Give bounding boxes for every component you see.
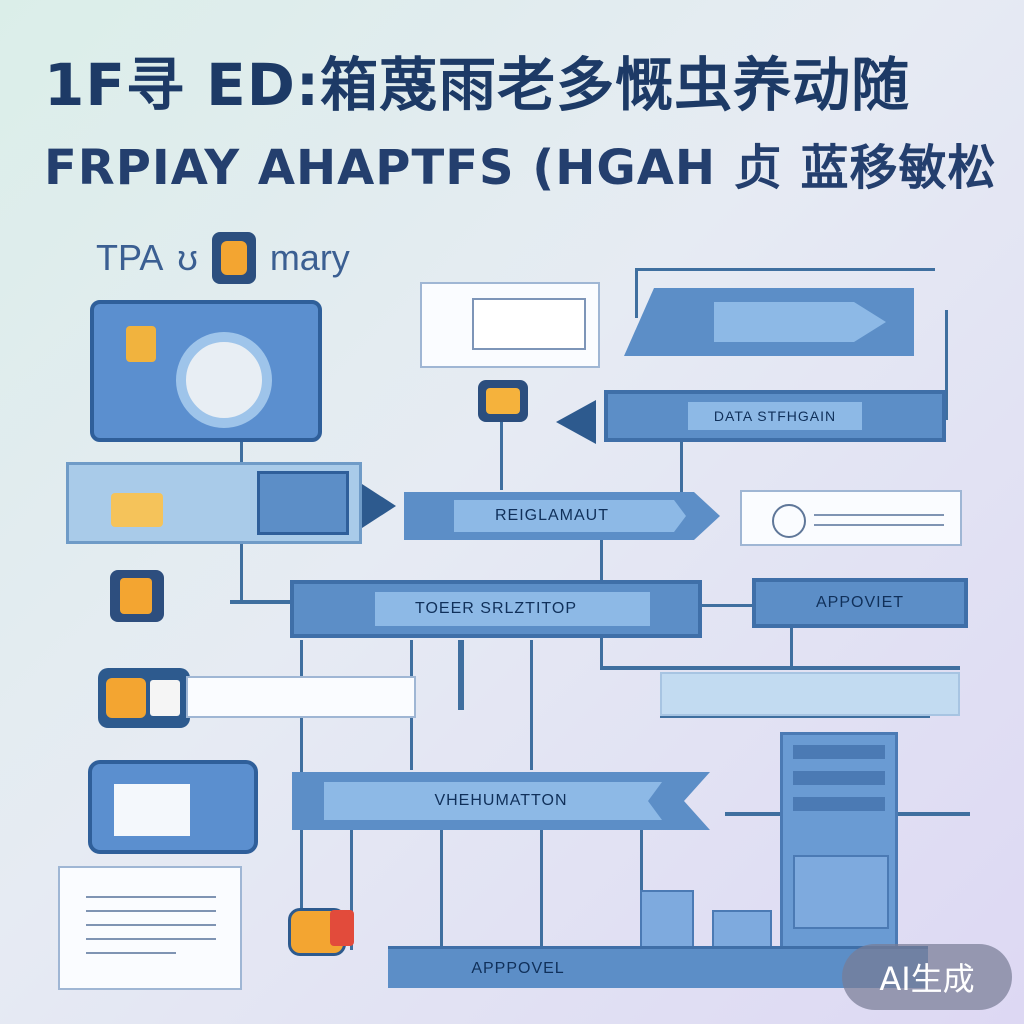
connector-line [540,830,543,950]
connector-line [458,640,464,710]
approval-right-node: APPOVIET [752,578,968,628]
connector-line [945,310,948,420]
connector-line [500,420,503,490]
arrow-bar-top [624,288,924,356]
user-selection-node: TOEER SRLZTITOP [290,580,702,638]
document-card [740,490,962,546]
connector-line [635,268,638,318]
approval-folder-icon [280,900,362,958]
lens-icon [176,332,272,428]
input-strip [186,676,416,718]
arrow-right-icon [362,484,396,528]
connector-line [660,714,930,718]
folder-icon [478,380,528,422]
ai-watermark: AI生成 [842,944,1012,1010]
folder-icon [110,570,164,622]
user-selection-label: TOEER SRLZTITOP [415,600,577,617]
registration-label: REIGLAMAUT [494,507,609,524]
connector-line [230,600,290,604]
approval-right-label: APPOVIET [815,594,905,611]
connector-line [530,640,533,770]
connector-line [790,625,793,670]
security-panel [90,300,322,442]
document-card [58,866,242,990]
connector-line [635,268,935,271]
folder-icon [111,493,163,527]
server-building-icon [640,890,694,954]
arrow-left-icon [556,400,596,444]
page-title-line2: FRPIAY AHAPTFS (HGAH 贞 蓝移敏松 [44,140,997,196]
information-label: VHEHUMATTON [434,792,568,809]
device-card [88,760,258,854]
approval-bottom-label: APPPOVEL [471,959,565,977]
info-panel [660,672,960,716]
document-preview [472,298,586,350]
subtitle: TPA ʊ mary [96,232,350,284]
connector-line [350,830,353,950]
sync-strip [66,462,362,544]
server-building-icon [780,732,898,950]
subtitle-mid-text: ʊ [177,237,198,278]
padlock-icon [126,326,156,362]
connector-line [600,666,960,670]
approval-bottom-node: APPPOVEL [388,946,928,988]
registration-node: REIGLAMAUT [404,492,720,540]
page-title-line1: 1F寻 ED:箱蔑雨老多慨虫养动随 [44,51,911,119]
connector-line [680,440,683,495]
document-card [420,282,600,368]
data-strategy-node: DATA STFHGAIN [604,390,946,442]
user-icon [772,504,806,538]
padlock-icon [211,232,256,284]
subtitle-left-text: TPA [96,237,164,278]
screen-icon [114,784,190,836]
connector-line [700,604,752,607]
connector-line [440,830,443,950]
monitor-icon [257,471,349,535]
subtitle-right-text: mary [269,237,350,278]
approval-folder-icon [98,668,190,728]
information-node: VHEHUMATTON [292,772,710,830]
data-strategy-label: DATA STFHGAIN [713,408,837,424]
